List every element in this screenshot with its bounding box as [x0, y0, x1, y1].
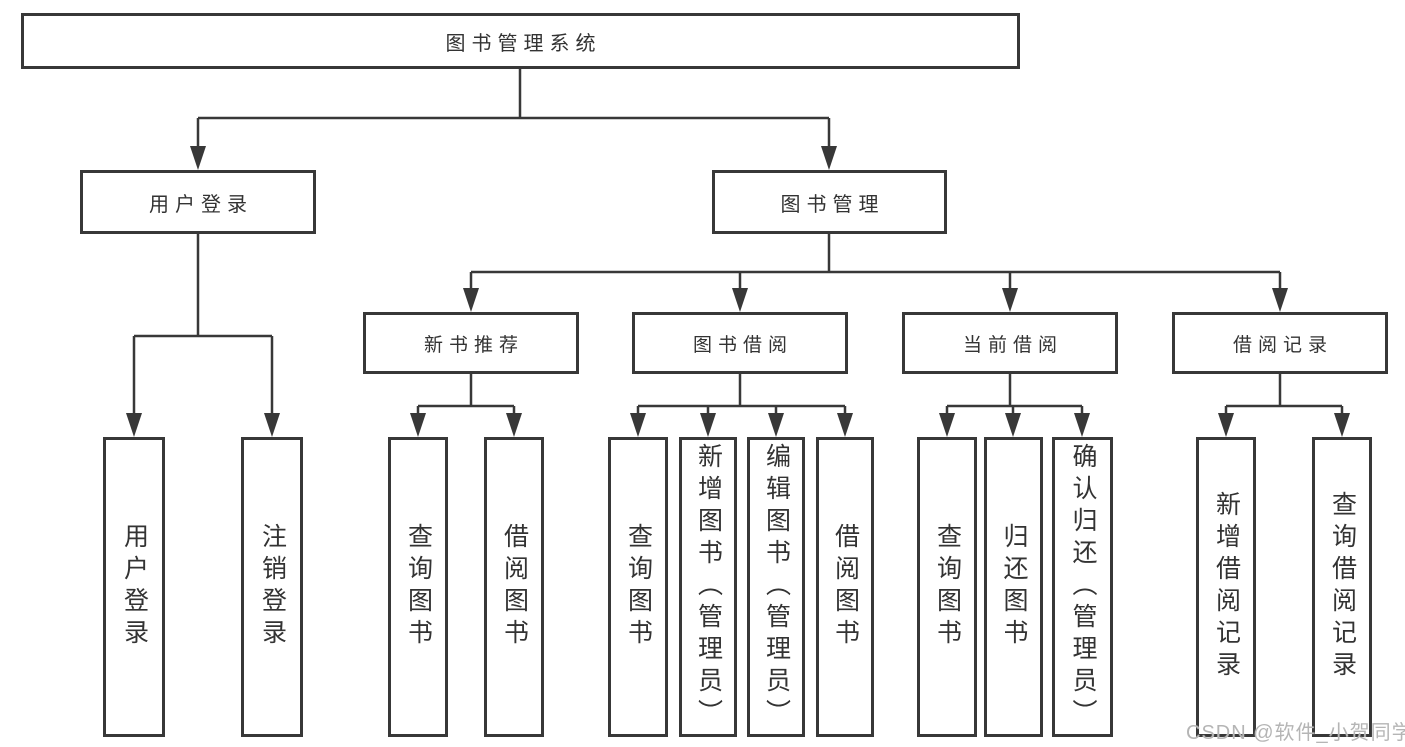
node-label: 借阅图书 [500, 523, 529, 651]
leaf-return-books: 归还图书 [984, 437, 1043, 737]
arrow-down-icon [837, 413, 853, 437]
connector-book-borrow [636, 374, 847, 416]
arrow-down-icon [410, 413, 426, 437]
leaf-logout: 注销登录 [241, 437, 303, 737]
node-label: 查询图书 [624, 523, 653, 651]
arrow-down-icon [463, 288, 479, 312]
connector-new-book-recommend [416, 374, 516, 416]
node-label: 图书借阅 [692, 334, 793, 356]
node-borrow-records: 借阅记录 [1172, 312, 1388, 374]
leaf-query-borrow-record: 查询借阅记录 [1312, 437, 1372, 737]
node-user-login: 用户登录 [80, 170, 316, 234]
arrow-down-icon [768, 413, 784, 437]
node-book-borrow: 图书借阅 [632, 312, 848, 374]
node-label: 编辑图书（管理员） [762, 443, 791, 731]
arrow-down-icon [630, 413, 646, 437]
csdn-watermark: CSDN @软件_小贺同学 [1186, 722, 1405, 744]
node-new-book-recommend: 新书推荐 [363, 312, 579, 374]
arrow-down-icon [939, 413, 955, 437]
arrowhead-icons [126, 146, 1350, 437]
leaf-query-books-recommend: 查询图书 [388, 437, 448, 737]
node-label: 新增借阅记录 [1212, 491, 1241, 683]
connector-book-management [469, 234, 1282, 292]
node-label: 当前借阅 [962, 334, 1063, 356]
arrow-down-icon [1272, 288, 1288, 312]
node-label: 新书推荐 [423, 334, 524, 356]
node-label: 图书管理 [780, 193, 885, 216]
leaf-borrow-books-recommend: 借阅图书 [484, 437, 544, 737]
leaf-borrow-books: 借阅图书 [816, 437, 874, 737]
node-label: 用户登录 [149, 193, 253, 216]
connector-root [196, 69, 831, 150]
arrow-down-icon [821, 146, 837, 170]
arrow-down-icon [506, 413, 522, 437]
node-label: 查询图书 [933, 523, 962, 651]
arrow-down-icon [190, 146, 206, 170]
arrow-down-icon [1334, 413, 1350, 437]
node-label: 用户登录 [120, 523, 149, 651]
node-current-borrow: 当前借阅 [902, 312, 1118, 374]
leaf-confirm-return-admin: 确认归还（管理员） [1052, 437, 1113, 737]
arrow-down-icon [1005, 413, 1021, 437]
arrow-down-icon [264, 413, 280, 437]
arrow-down-icon [1002, 288, 1018, 312]
node-label: 确认归还（管理员） [1069, 443, 1097, 731]
node-label: 查询借阅记录 [1328, 491, 1357, 683]
connector-user-login [132, 234, 274, 416]
arrow-down-icon [1074, 413, 1090, 437]
node-label: 新增图书（管理员） [694, 443, 723, 731]
arrow-down-icon [126, 413, 142, 437]
leaf-add-book-admin: 新增图书（管理员） [679, 437, 737, 737]
arrow-down-icon [732, 288, 748, 312]
node-label: 借阅图书 [831, 523, 860, 651]
leaf-user-login: 用户登录 [103, 437, 165, 737]
node-label: 图书管理系统 [445, 32, 602, 55]
leaf-query-books-borrow: 查询图书 [608, 437, 668, 737]
node-label: 查询图书 [404, 523, 433, 651]
node-library-management-system: 图书管理系统 [21, 13, 1020, 69]
leaf-query-books-current: 查询图书 [917, 437, 977, 737]
connector-borrow-records [1224, 374, 1344, 416]
node-label: 借阅记录 [1232, 334, 1333, 356]
node-label: 注销登录 [258, 523, 287, 651]
arrow-down-icon [1218, 413, 1234, 437]
leaf-edit-book-admin: 编辑图书（管理员） [747, 437, 805, 737]
leaf-add-borrow-record: 新增借阅记录 [1196, 437, 1256, 737]
arrow-down-icon [700, 413, 716, 437]
node-book-management: 图书管理 [712, 170, 947, 234]
connector-current-borrow [945, 374, 1084, 416]
node-label: 归还图书 [1000, 523, 1028, 651]
